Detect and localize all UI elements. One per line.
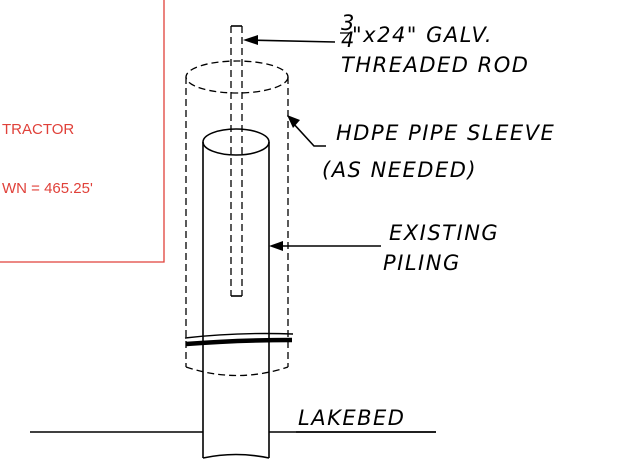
piling-label-line-1: EXISTING [389,221,499,245]
threaded-rod [230,25,243,297]
note-box: TRACTOR WN = 465.25' [0,0,165,263]
sleeve-label-line-2: (AS NEEDED) [322,158,477,182]
hdpe-pipe-sleeve [185,60,289,377]
rod-fraction-numerator: 3 [341,11,356,35]
rod-callout: 3 4 "x24" GALV. THREADED ROD [340,11,529,77]
rod-leader [243,35,336,45]
lakebed-label: LAKEBED [298,406,405,430]
note-line-1: TRACTOR [2,121,74,138]
sleeve-label-line-1: HDPE PIPE SLEEVE [336,121,555,145]
rod-label-line-2: THREADED ROD [341,53,529,77]
piling-callout: EXISTING PILING [383,221,499,275]
rod-label-line-1: "x24" GALV. [352,23,493,47]
note-box-border [0,0,165,263]
piling-label-line-2: PILING [383,251,461,275]
sleeve-leader [287,115,326,147]
rod-fraction-denominator: 4 [341,28,356,52]
note-line-2: WN = 465.25' [2,180,93,197]
piling-leader [269,241,381,251]
band-strap [184,332,294,347]
sleeve-callout: HDPE PIPE SLEEVE (AS NEEDED) [322,121,555,182]
existing-piling [202,128,270,459]
